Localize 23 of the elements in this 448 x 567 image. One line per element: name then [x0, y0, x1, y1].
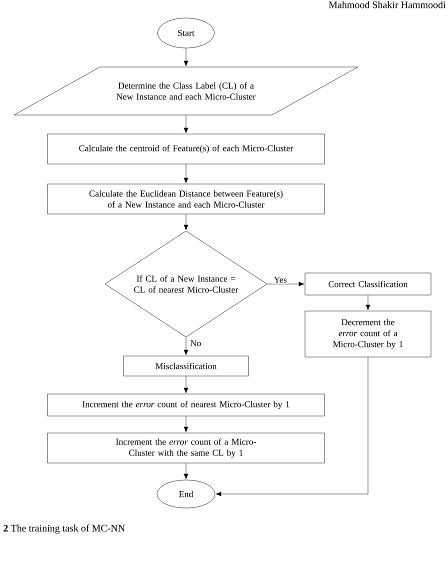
- process-box: Increment the error count of nearest Micro-Cluster by 1: [47, 394, 325, 416]
- arrow: [366, 295, 370, 310]
- arrow: [184, 214, 188, 230]
- process-box: Misclassification: [123, 356, 249, 376]
- input-parallelogram: Determine the Class Label (CL) of a New Instance and each Micro-Cluster: [14, 66, 358, 116]
- edge-label: Yes: [272, 276, 288, 284]
- arrow: [184, 48, 188, 66]
- arrow: [184, 416, 188, 432]
- arrow: [184, 115, 188, 134]
- process-box: Calculate the Euclidean Distance between Feature(s) of a New Instance and each Micro-Cluster: [47, 184, 325, 214]
- process-box: Calculate the centroid of Feature(s) of each Micro-Cluster: [47, 134, 325, 164]
- running-head: Mahmood Shakir Hammoodi: [328, 1, 446, 8]
- process-box: Increment the error count of a Micro-Cluster with the same CL by 1: [47, 432, 325, 464]
- arrow: [184, 337, 188, 356]
- arrow: [216, 357, 368, 496]
- process-box: Correct Classification: [304, 272, 432, 296]
- arrow: [184, 463, 188, 480]
- arrow: [267, 282, 304, 286]
- process-box: Decrement the error count of a Micro-Cluster by 1: [304, 310, 432, 358]
- caption: 2 The training task of MC-NN: [4, 524, 125, 534]
- arrow: [184, 376, 188, 394]
- edge-label: No: [189, 339, 202, 348]
- arrow: [184, 164, 188, 184]
